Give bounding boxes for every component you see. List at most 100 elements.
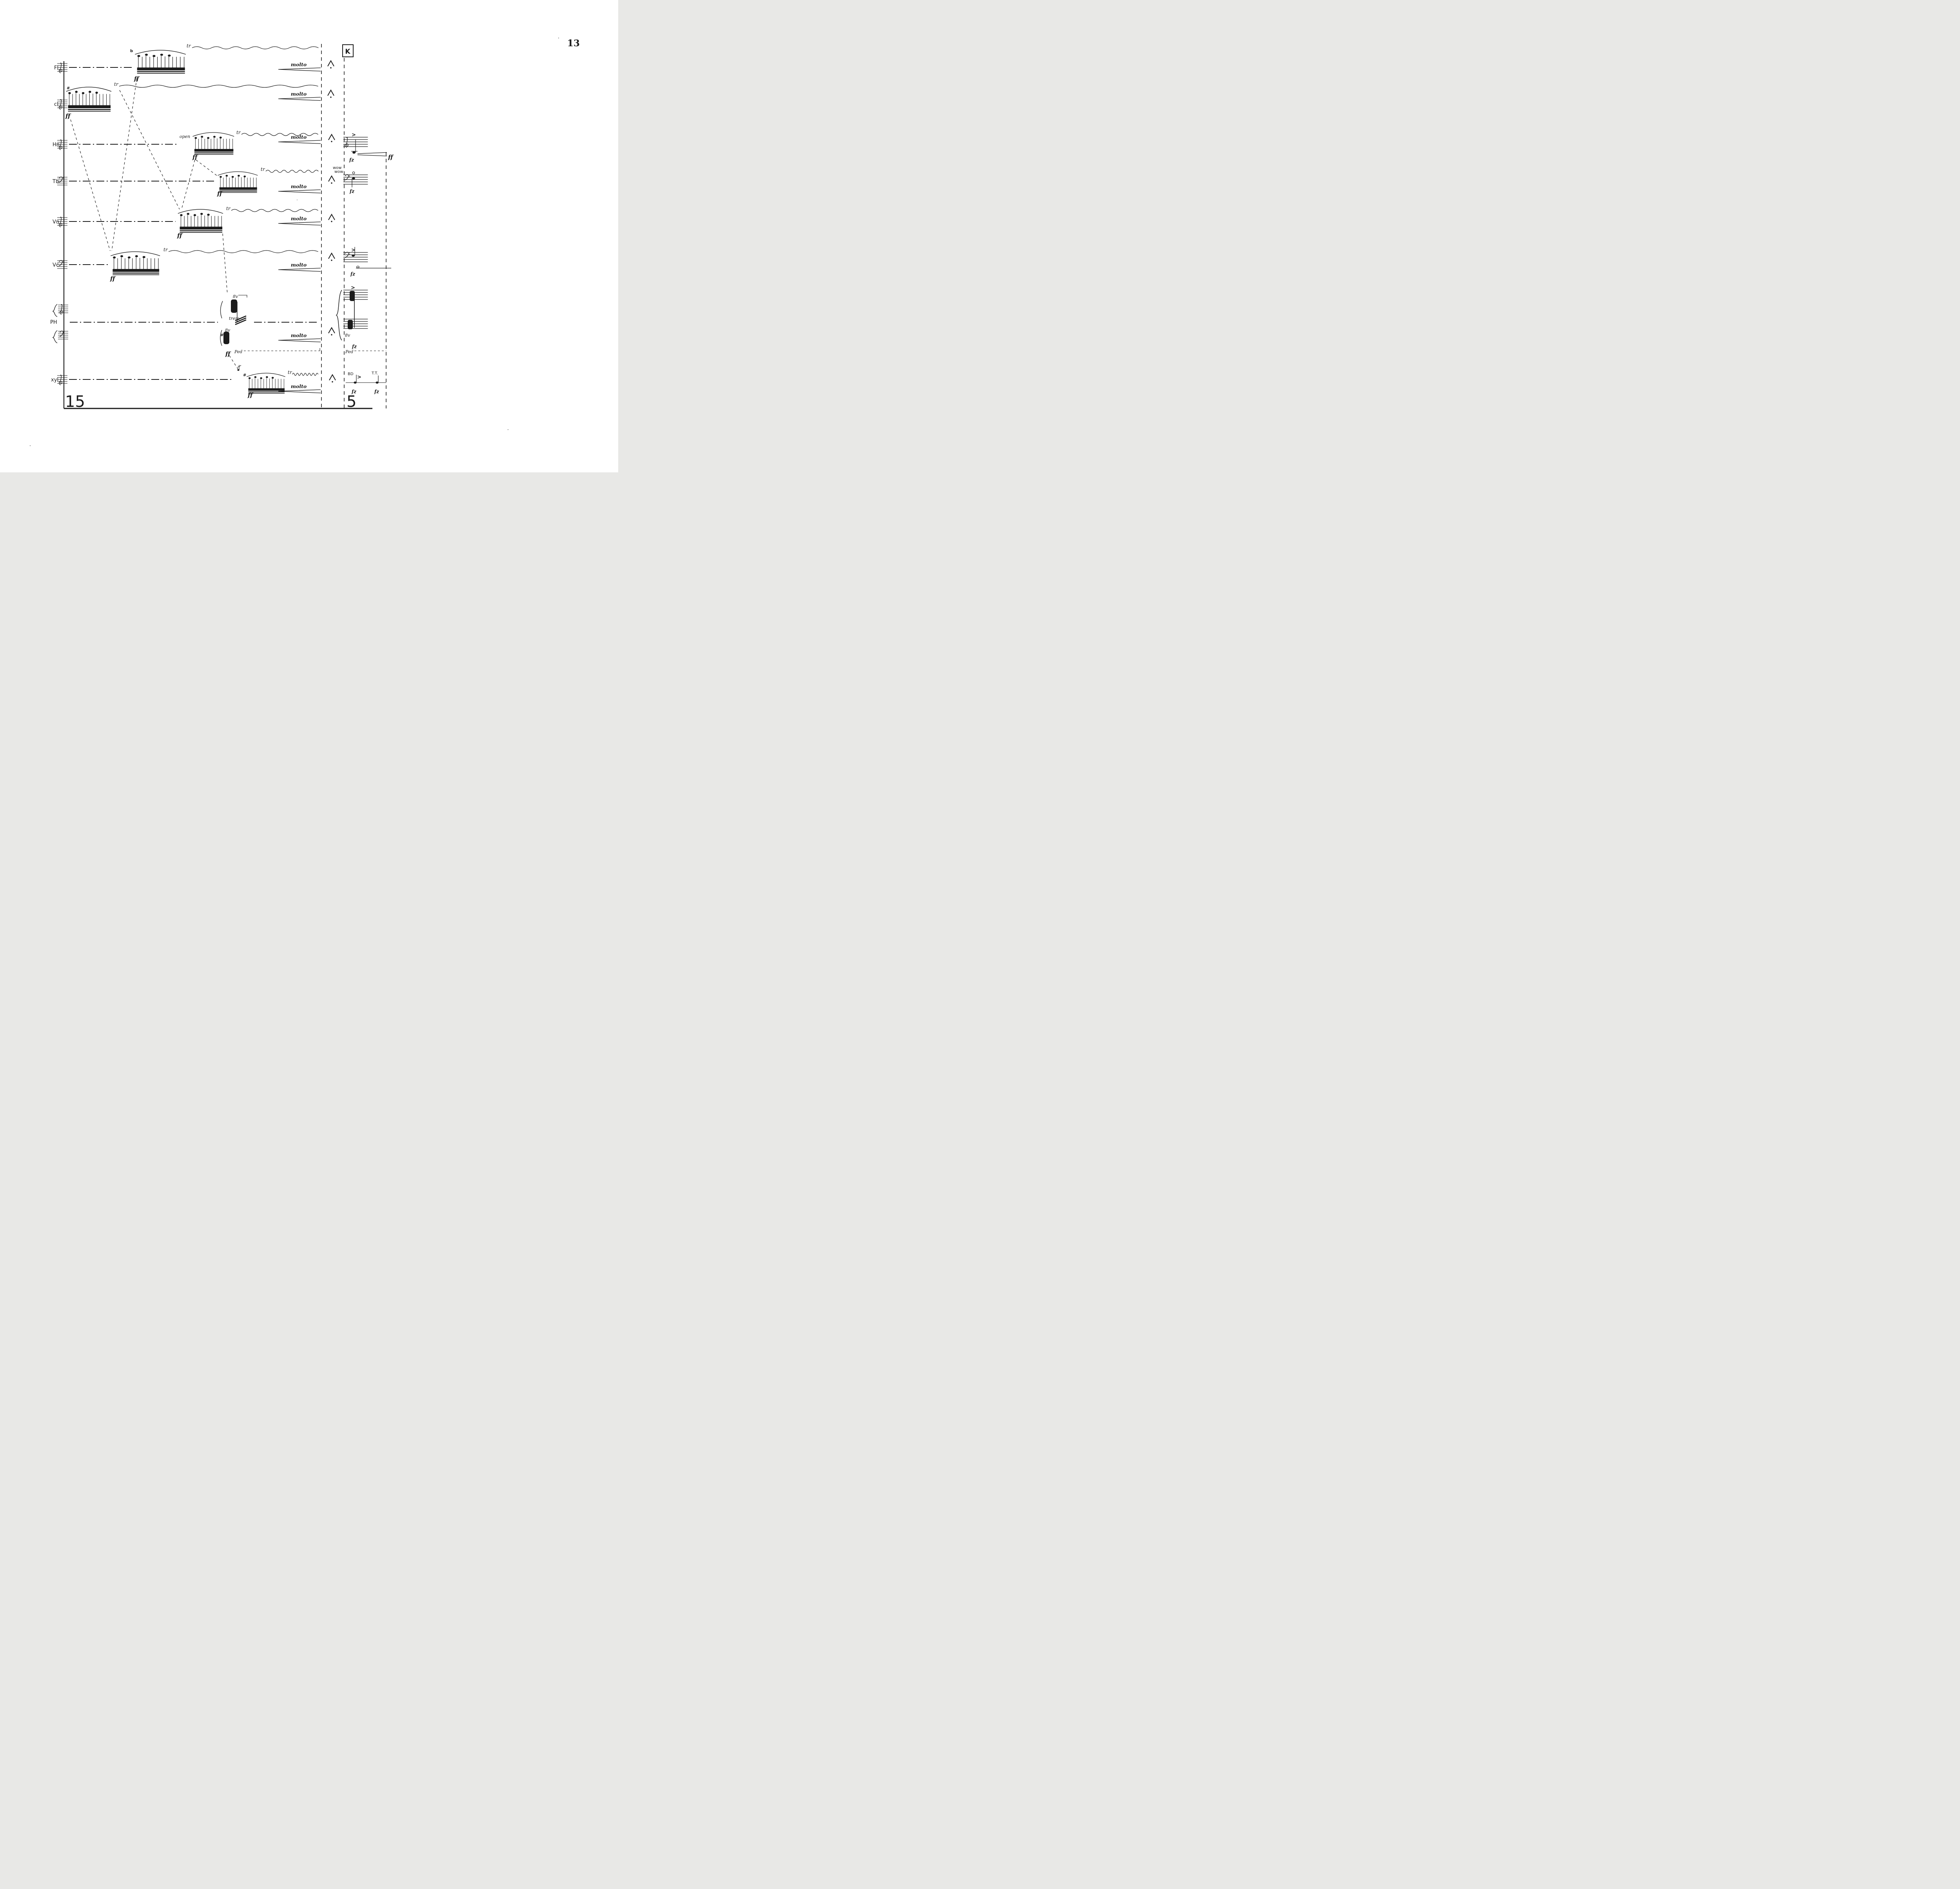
cluster-chord-lower: [223, 332, 229, 344]
arpeggio-curve-upper: [220, 301, 223, 319]
staff-fragment: [57, 63, 68, 72]
flat-accidental: b: [130, 49, 133, 53]
trill-wavy-line: [191, 46, 319, 50]
score-page: K 13 15 5 Fl b ff tr molto cl #: [0, 0, 618, 472]
staff-fragment-treble: [343, 289, 368, 300]
staff-row-ph: PH 8v trem 8v # ff Ped molto: [50, 285, 386, 357]
tone-cluster: [65, 86, 112, 112]
staff-fragment: [343, 174, 368, 185]
connector-hn-tb: [196, 160, 218, 177]
dynamic-ff: ff: [134, 75, 140, 82]
molto-label: molto: [291, 183, 307, 189]
wow-label-2: wow: [334, 170, 343, 174]
instrument-label-vn: Vn: [53, 219, 59, 225]
connector-cl-vn: [119, 90, 180, 210]
trill-wavy-line: [169, 250, 318, 253]
caesura-mark: [328, 134, 335, 143]
crescendo-hairpin: [278, 67, 321, 72]
dynamic-ff: ff: [65, 113, 71, 120]
vc-k-section: > fz: [343, 247, 391, 277]
tone-cluster: [217, 171, 258, 193]
paper-specks: [29, 37, 559, 446]
trem-label: trem: [229, 316, 240, 321]
crescendo-wedge: [357, 152, 387, 156]
caesura-mark: [328, 176, 335, 184]
molto-label: molto: [291, 216, 307, 221]
crescendo-hairpin: [278, 389, 321, 394]
piano-cluster-event: 8v trem 8v # ff Ped: [220, 294, 320, 357]
molto-label: molto: [291, 332, 307, 338]
instrument-label-hn: Hn: [53, 142, 60, 148]
octave-bracket: [238, 295, 247, 298]
molto-label: molto: [291, 262, 307, 268]
molto-label: molto: [291, 383, 307, 389]
trill-wavy-line: [230, 209, 319, 212]
staff-fragment: [57, 375, 68, 384]
dynamic-ff: ff: [110, 275, 116, 282]
cluster-chord-lower: [348, 320, 353, 329]
tone-cluster: [134, 49, 187, 74]
staff-fragment-bass: [343, 318, 368, 329]
tam-tam-label: T.T.: [371, 371, 378, 376]
trill-label: tr: [226, 206, 231, 211]
staff-row-fl: Fl b ff tr molto: [54, 43, 334, 82]
molto-label: molto: [291, 62, 307, 67]
dynamic-fz: fz: [350, 271, 356, 277]
score-svg: K 13 15 5 Fl b ff tr molto cl #: [29, 37, 580, 446]
tone-cluster: [192, 132, 235, 155]
accent-mark: >: [357, 374, 361, 380]
page-number: 13: [567, 38, 580, 49]
octave-up-label: 8v: [345, 333, 350, 338]
dynamic-fz: fz: [349, 189, 355, 194]
caesura-mark: [328, 253, 335, 261]
system-number-left: 15: [65, 393, 85, 411]
connector-hn-vn: [181, 160, 195, 210]
trill-label: tr: [288, 370, 292, 375]
bass-drum-label: BD: [348, 372, 354, 376]
staff-row-vc: Vc ff tr molto > fz: [53, 247, 391, 282]
staff-row-tb: Tb ff tr molto wow wow fz: [52, 166, 368, 197]
wow-label-1: wow: [333, 166, 341, 170]
octave-up-label-2: 8v: [225, 328, 230, 333]
piano-brace-k: [336, 290, 342, 341]
trill-wavy-line: [265, 170, 319, 173]
crescendo-hairpin: [278, 338, 321, 343]
instrument-label-fl: Fl: [54, 65, 58, 71]
tone-cluster: [246, 372, 286, 394]
accent-mark: >: [351, 247, 356, 253]
open-label: open: [180, 134, 190, 139]
open-note-head: [356, 266, 359, 268]
caesura-mark: [328, 327, 335, 336]
connector-vn-ph: [222, 233, 228, 294]
caesura-mark: [328, 214, 335, 223]
note-head: [352, 177, 355, 180]
molto-label: molto: [291, 91, 307, 97]
accent-mark: >: [352, 132, 356, 138]
connector-fl-vc: [111, 78, 137, 251]
trill-label: tr: [261, 167, 265, 172]
piano-brace-upper: [52, 304, 58, 317]
trill-label: tr: [114, 82, 119, 87]
dynamic-ff: ff: [225, 350, 231, 357]
crescendo-hairpin: [278, 140, 321, 144]
trill-label: tr: [163, 247, 168, 252]
staff-fragment: [57, 100, 68, 108]
staff-fragment-treble: [58, 305, 69, 313]
connector-ph-xyl: [229, 355, 239, 370]
bass-clef-icon: [58, 176, 64, 183]
sharp-accidental: #: [67, 86, 70, 91]
connector-cl-vc: [70, 119, 111, 251]
note-head: [354, 381, 357, 384]
crescendo-hairpin: [278, 189, 321, 194]
tone-cluster: [110, 251, 161, 276]
caesura-mark: [327, 90, 334, 98]
staff-row-xyl: xyl # ff tr molto BD > fz T.T. fz: [51, 365, 386, 399]
system-frame: [63, 44, 387, 409]
caesura-mark: [329, 374, 336, 383]
grace-note-slash: [237, 365, 241, 368]
trill-wavy-line: [119, 85, 318, 87]
rehearsal-mark-letter: K: [345, 48, 350, 56]
dynamic-fz: fz: [374, 389, 379, 394]
instrument-label-cl: cl: [54, 102, 58, 107]
note-head: [352, 254, 355, 257]
